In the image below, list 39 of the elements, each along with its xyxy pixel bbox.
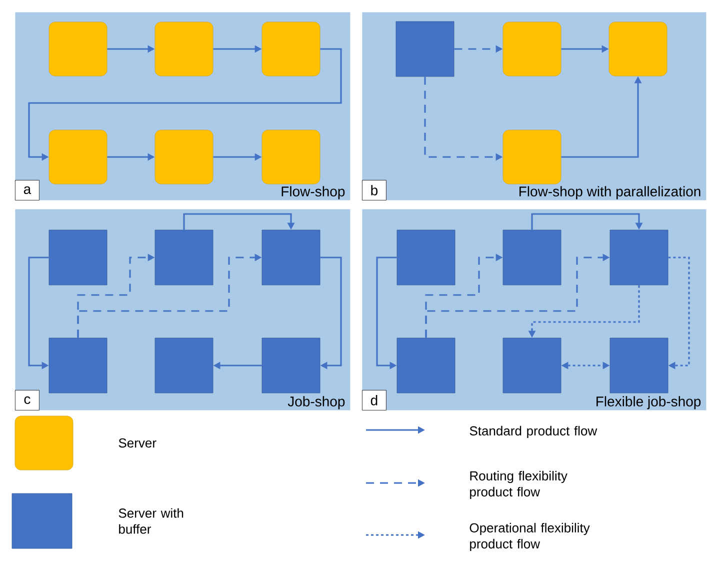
panel-letter: a [15,180,40,200]
panel-letter: d [362,390,386,410]
server-box [48,130,108,184]
buffer-server-square [396,21,454,77]
arrow [183,213,295,230]
arrow [531,213,643,230]
server-box [48,22,108,76]
arrow [668,256,690,370]
buffer-server-square [610,338,668,394]
buffer-server-square [396,338,456,394]
buffer-server-square [48,230,108,286]
server-box [502,130,562,184]
legend-label: Operational flexibility product flow [470,522,590,552]
buffer-server-square [48,338,108,394]
buffer-server-square [502,230,562,286]
buffer-server-square [154,338,214,394]
panel-title: Flow-shop with parallelization [520,186,700,200]
buffer-server-square [610,230,668,286]
panel-letter: c [15,390,40,410]
server-box [154,22,214,76]
server-box [262,130,320,184]
buffer-server-square [502,338,562,394]
server-box [154,130,214,184]
panel-title: Flexible job-shop [596,396,701,410]
server-box [502,22,562,76]
buffer-server-square [396,230,456,286]
panel-title: Job-shop [288,396,345,410]
panel-title: Flow-shop [282,186,345,200]
legend-label: Server with buffer [118,508,184,534]
legend-label: Server [118,438,156,448]
server-box [262,22,320,76]
legend-label: Routing flexibility product flow [470,470,568,500]
buffer-server-square [154,230,214,286]
buffer-server-square [262,230,320,286]
panel-letter: b [362,180,386,200]
arrow [320,256,342,370]
buffer-server-square [262,338,320,394]
legend-label: Standard product flow [470,426,598,438]
server-box [608,22,668,76]
